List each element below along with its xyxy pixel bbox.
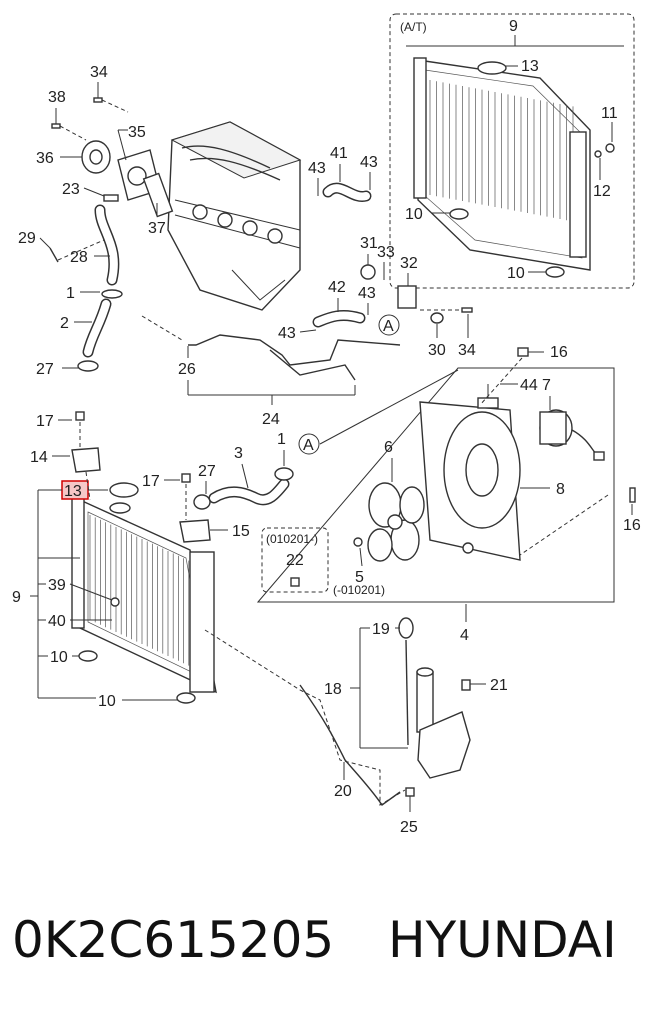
bolt-16-top: 16 — [479, 344, 568, 406]
callout-5-note: (-010201) — [333, 583, 385, 597]
radiator-main: 13 — [61, 480, 217, 694]
callout-2: 2 — [60, 315, 69, 332]
callout-10-main-b: 10 — [98, 693, 116, 710]
radiator-cap — [109, 482, 139, 498]
inset-010201-label: (010201-) — [266, 532, 318, 546]
radiator-at — [413, 57, 591, 271]
heater-pipes: 26 24 — [141, 315, 401, 428]
callout-18: 18 — [324, 681, 342, 698]
callout-40: 40 — [48, 613, 66, 630]
callout-4: 4 — [460, 627, 469, 644]
callout-6: 6 — [384, 439, 393, 456]
bracket-15 — [179, 519, 211, 543]
reference-a-top: A — [383, 318, 394, 335]
callout-27-left: 27 — [36, 361, 54, 378]
radiator-callout-bracket: 9 39 40 10 10 — [12, 489, 196, 710]
callout-23: 23 — [62, 181, 80, 198]
coolant-reservoir-tank — [416, 667, 471, 779]
callout-41: 41 — [330, 145, 348, 162]
callout-19: 19 — [372, 621, 390, 638]
callout-28: 28 — [70, 249, 88, 266]
callout-15: 15 — [232, 523, 250, 540]
callout-43-a: 43 — [308, 160, 326, 177]
callout-33: 33 — [377, 244, 395, 261]
callout-21: 21 — [490, 677, 508, 694]
engine-block — [167, 121, 302, 311]
inset-at-label: (A/T) — [400, 20, 427, 34]
callout-34-right: 34 — [458, 342, 476, 359]
coolant-hoses-left: 28 1 2 27 — [36, 204, 123, 378]
radiator-filler-neck — [109, 502, 131, 514]
part-caption: 0K2C615205 HYUNDAI — [0, 900, 656, 980]
callout-25: 25 — [400, 819, 418, 836]
callout-34-top: 34 — [90, 64, 108, 81]
callout-35: 35 — [128, 124, 146, 141]
callout-11: 11 — [601, 105, 618, 122]
brand-name: HYUNDAI — [388, 911, 617, 969]
callout-43-b: 43 — [360, 154, 378, 171]
bypass-hoses: 41 43 43 42 43 43 — [278, 145, 378, 342]
callout-36: 36 — [36, 150, 54, 167]
callout-17-mid: 17 — [142, 473, 160, 490]
callout-42: 42 — [328, 279, 346, 296]
callout-5: 5 — [355, 569, 364, 586]
callout-20: 20 — [334, 783, 352, 800]
cooling-fan — [367, 482, 425, 562]
fan-motor — [539, 409, 605, 461]
callout-3: 3 — [234, 445, 243, 462]
callouts-engine-left: 34 38 35 36 23 37 29 — [18, 64, 166, 263]
reference-a-mid: A — [303, 437, 314, 454]
fan-assembly-group: 6 7 44 8 16 (010201-) 22 5 (-010201) 4 — [256, 367, 641, 644]
callout-43-c: 43 — [278, 325, 296, 342]
callout-26: 26 — [178, 361, 196, 378]
callout-9-main: 9 — [12, 589, 21, 606]
callout-13-highlighted: 13 — [64, 483, 82, 500]
callout-27-mid: 27 — [198, 463, 216, 480]
callout-10-at-b: 10 — [507, 265, 525, 282]
callout-16-top: 16 — [550, 344, 568, 361]
callout-38: 38 — [48, 89, 66, 106]
callout-8: 8 — [556, 481, 565, 498]
water-pump-assembly — [81, 140, 174, 218]
callout-10-at-a: 10 — [405, 206, 423, 223]
callout-12: 12 — [593, 183, 611, 200]
callout-16-lower: 16 — [623, 517, 641, 534]
exploded-parts-diagram: (A/T) 9 13 11 12 10 10 — [12, 13, 641, 836]
radiator-cap-at — [477, 61, 507, 75]
callout-13-at: 13 — [521, 58, 539, 75]
callout-43-d: 43 — [358, 285, 376, 302]
callout-39: 39 — [48, 577, 66, 594]
callout-29: 29 — [18, 230, 36, 247]
callout-30: 30 — [428, 342, 446, 359]
coolant-reservoir-group: 20 19 18 21 25 — [204, 617, 508, 836]
callout-14: 14 — [30, 449, 48, 466]
inset-automatic-transmission-radiator: (A/T) 9 13 11 12 10 10 — [389, 13, 635, 289]
callout-32: 32 — [400, 255, 418, 272]
callout-44: 44 — [520, 377, 538, 394]
callout-37: 37 — [148, 220, 166, 237]
callout-1-mid: 1 — [277, 431, 286, 448]
callout-9-at: 9 — [509, 18, 518, 35]
callout-10-main-a: 10 — [50, 649, 68, 666]
thermostat-housing: 31 33 32 30 34 A — [360, 235, 476, 359]
bracket-14 — [71, 447, 101, 473]
callout-22: 22 — [286, 552, 304, 569]
part-number: 0K2C615205 — [12, 911, 335, 969]
callout-7: 7 — [542, 377, 551, 394]
callout-1-left: 1 — [66, 285, 75, 302]
callout-17-left: 17 — [36, 413, 54, 430]
callout-31: 31 — [360, 235, 378, 252]
callout-24: 24 — [262, 411, 280, 428]
upper-hose-and-brackets: 17 14 17 15 27 3 1 A — [30, 369, 459, 543]
